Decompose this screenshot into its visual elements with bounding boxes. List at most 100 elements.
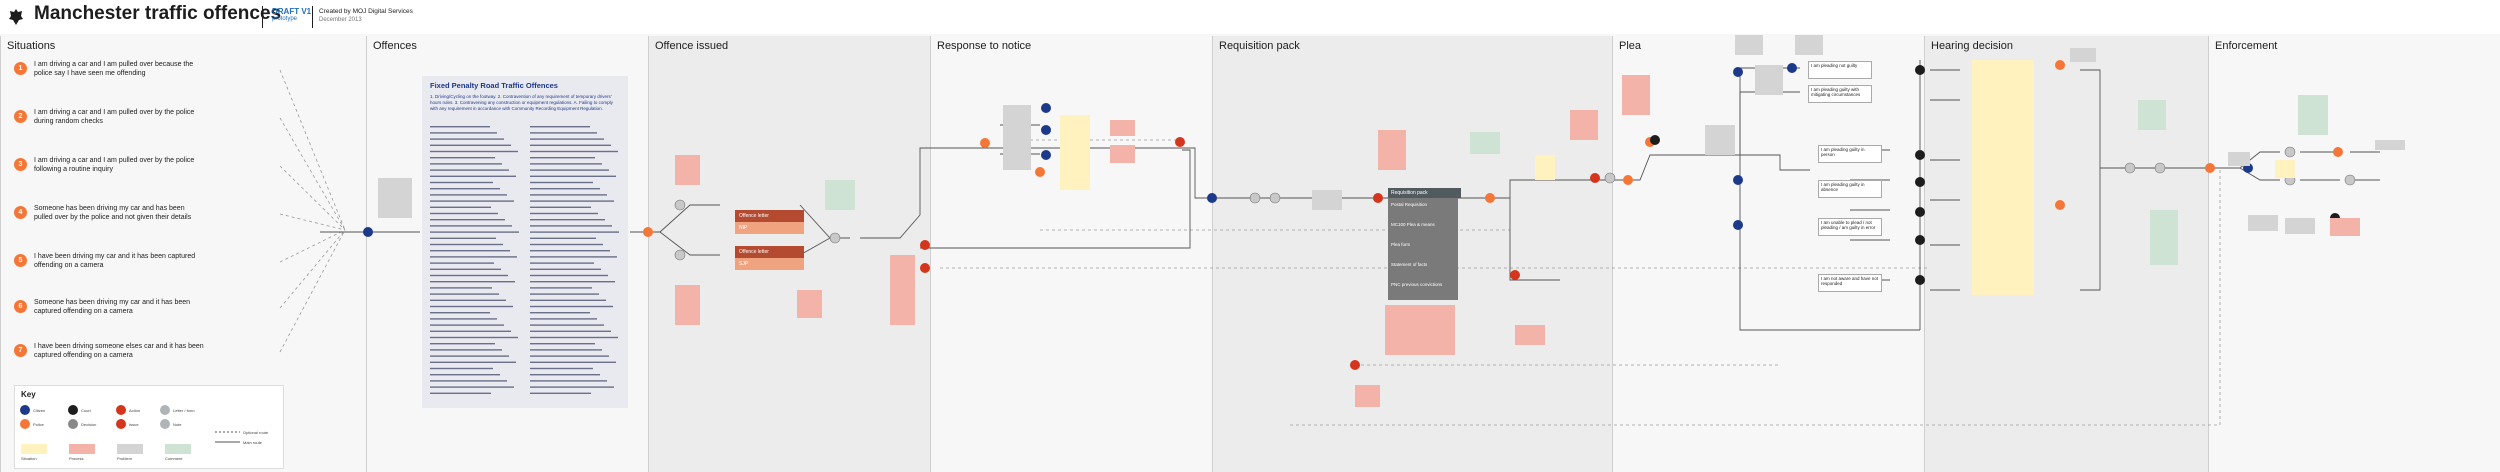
fpn-offence-line [430,305,513,308]
main-route [1739,155,1920,331]
citizen-icon [1733,220,1743,230]
key-label: Letter / form [173,408,195,413]
key-court-icon [68,405,78,415]
fpn-offence-line [530,361,616,363]
fpn-offence-line [530,293,599,295]
fpn-offence-line [430,126,490,128]
key-label: Comment [165,456,183,461]
lane-title: Plea [1619,40,1642,52]
key-label: Problem [117,456,132,461]
grey-note [2375,140,2405,150]
fpn-offence-line [430,157,495,159]
police-icon [980,138,990,148]
lane-title: Hearing decision [1931,40,2013,52]
main-route [1600,154,1690,181]
lane-title: Requisition pack [1219,40,1300,52]
key-decision-icon [68,419,78,429]
main-route [659,204,720,233]
main-route [659,231,720,256]
situation-connector [279,229,346,309]
requisition-detail-panel [1385,305,1455,355]
lane-title: Enforcement [2215,40,2278,52]
lane-plea: Plea [1612,36,1925,472]
key-citizen-icon [20,405,30,415]
plea-box: I am unable to plead / not pleading / am… [1818,218,1882,236]
requisition-title: Requisition pack [1388,188,1461,198]
key-issue-icon [116,419,126,429]
green-note [2298,95,2328,135]
fpn-offence-line [430,281,515,283]
fpn-offence-line [430,219,505,221]
fpn-offence-line [530,324,604,326]
key-comment-swatch [165,444,191,454]
key-label: Issue [129,422,139,427]
fpn-offence-line [530,343,595,345]
fpn-offence-line [530,132,597,134]
green-note [2138,100,2166,130]
fpn-offence-line [530,175,616,177]
situation-number: 6 [14,300,27,313]
police-icon [2055,60,2065,70]
situation-text: I am driving a car and I am pulled over … [34,109,195,125]
yellow-note [1060,115,1090,190]
key-legend: Key Citizen Police Court Decision Action… [14,385,284,469]
fpn-offence-line [530,268,601,270]
decision-icon [1269,192,1281,204]
situation-text: I am driving a car and I am pulled over … [34,61,194,77]
situation-text: I have been driving someone elses car an… [34,343,204,359]
situation-number: 1 [14,62,27,75]
grey-note [1795,35,1823,55]
fpn-offence-line [430,330,511,332]
fpn-offence-line [430,237,496,239]
key-action-icon [116,405,126,415]
lane-response-to-notice: Response to notice [930,36,1213,472]
issue-icon [1175,137,1185,147]
process-box [1110,145,1135,163]
citizen-icon [1733,175,1743,185]
situation-text: Someone has been driving my car and has … [34,205,192,221]
fpn-offence-line [430,386,514,388]
fpn-intro: 1. Driving/Cycling on the footway. 2. Co… [430,94,613,111]
optional-route [1290,170,2221,426]
fpn-offence-line [530,225,612,227]
fpn-offence-line [430,361,516,363]
fpn-offence-line [430,169,509,171]
requisition-item: PNC previous convictions [1391,282,1443,287]
fpn-offence-line [530,330,611,332]
lane-title: Situations [7,40,56,52]
process-box [1110,120,1135,136]
decision-icon [1249,192,1261,204]
created-date: December 2013 [319,17,362,23]
fpn-offence-line [530,380,607,382]
situation-connector [279,213,346,231]
key-situation-swatch [21,444,47,454]
grey-note [2228,152,2250,166]
decision-icon [2124,162,2136,174]
process-box [1515,325,1545,345]
fpn-offence-line [430,299,506,301]
draft-sublabel: prototype [272,16,298,22]
citizen-icon [1041,125,1051,135]
situation-number: 7 [14,344,27,357]
issue-icon [1350,360,1360,370]
citizen-icon [1041,103,1051,113]
fpn-offence-line [530,336,618,339]
decision-icon [674,199,686,211]
fpn-offence-line [430,243,503,246]
requisition-item: Postal Requisition [1391,202,1428,207]
fpn-offence-line [530,256,617,258]
process-box [675,285,700,325]
fpn-offence-line [530,212,598,215]
decision-icon [674,249,686,261]
fpn-offence-line [430,250,510,252]
yellow-note [2275,160,2295,178]
fpn-offence-line [430,274,508,277]
divider [312,6,313,28]
plea-box: I am pleading guilty in person [1818,145,1882,163]
fpn-offence-line [430,367,493,370]
key-label: Process [69,456,84,461]
sjp-label: SJP [735,258,804,270]
fpn-offence-line [430,138,504,140]
green-notes [825,95,2328,265]
